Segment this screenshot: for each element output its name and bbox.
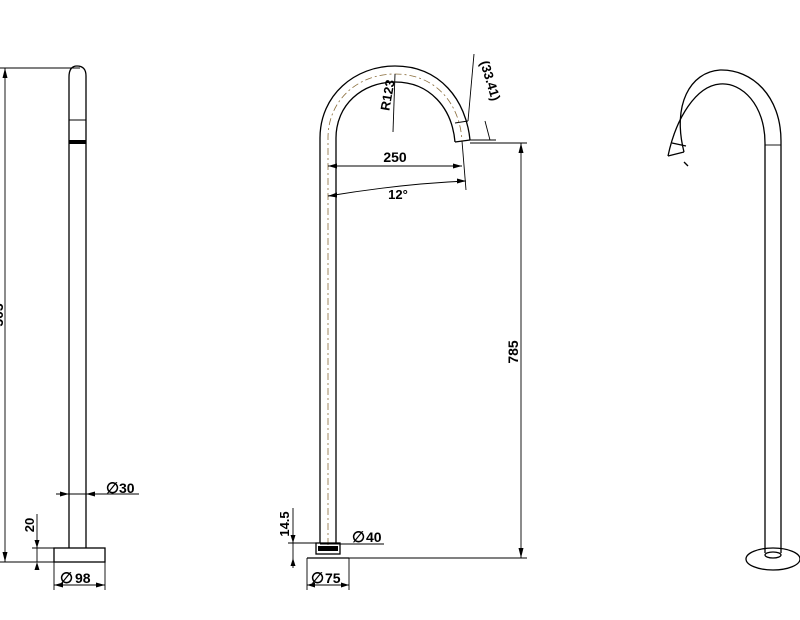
reach-label: 250 xyxy=(383,149,407,165)
perspective-spout-outlet xyxy=(667,151,685,157)
dim-arrow xyxy=(54,582,63,588)
dim-arrow xyxy=(60,491,69,497)
radius-leader xyxy=(392,73,396,133)
dim-arrow xyxy=(34,562,40,570)
overall-height-label: 505 xyxy=(0,303,6,327)
spout-outlet xyxy=(454,139,471,143)
spout-length-label: (33.41) xyxy=(477,59,503,103)
stem-diameter-label: 30 xyxy=(119,480,135,496)
dim-arrow xyxy=(2,552,8,562)
dim-arrow xyxy=(518,548,524,558)
perspective-spout-inner xyxy=(679,69,782,553)
perspective-spout-tip-lower xyxy=(683,161,689,167)
perspective-base-outer xyxy=(745,547,800,571)
dim-arrow xyxy=(328,163,337,169)
base-height-front-label: 14.5 xyxy=(277,511,292,536)
dim-arrow xyxy=(457,178,466,184)
dim-arrow xyxy=(341,582,349,588)
front-view: R123 (33.41) 250 12° 785 14.5 ∅ 40 xyxy=(277,53,527,590)
base-collar xyxy=(315,542,341,555)
perspective-spout-outer xyxy=(667,83,766,553)
base-height-label: 20 xyxy=(22,518,37,532)
perspective-view xyxy=(667,69,800,571)
radius-label: R123 xyxy=(377,79,397,112)
stem-outline xyxy=(68,65,87,548)
dim-arrow xyxy=(328,192,337,198)
perspective-base-inner xyxy=(764,551,782,559)
stem-ring xyxy=(69,140,86,144)
spout-length-dim-line xyxy=(484,120,491,141)
dim-arrow xyxy=(96,582,105,588)
base-diameter-label: 98 xyxy=(75,570,91,586)
spout-len-ext-top xyxy=(467,53,475,122)
side-view: 505 ∅ 30 20 ∅ 98 xyxy=(0,65,139,590)
angle-label: 12° xyxy=(388,187,408,202)
height-label: 785 xyxy=(505,340,521,364)
diameter-symbol: ∅ xyxy=(106,480,119,497)
dim-arrow xyxy=(290,535,296,543)
spout-tip-band xyxy=(454,120,469,124)
dim-arrow xyxy=(2,68,8,78)
perspective-spout-tip xyxy=(671,142,687,147)
dim-arrow xyxy=(290,558,296,566)
diameter-symbol: ∅ xyxy=(311,570,324,587)
spout-outer-outline xyxy=(319,65,471,543)
stem-diameter-front-label: 40 xyxy=(366,529,382,545)
reach-ext xyxy=(461,140,467,191)
diameter-symbol: ∅ xyxy=(352,529,365,546)
dim-arrow xyxy=(307,582,315,588)
base-diameter-front-label: 75 xyxy=(325,570,341,586)
dim-arrow xyxy=(86,491,95,497)
dim-arrow xyxy=(453,163,462,169)
dim-arrow xyxy=(34,540,40,548)
angle-arc xyxy=(327,180,467,197)
diameter-symbol: ∅ xyxy=(60,570,73,587)
dim-arrow xyxy=(518,143,524,153)
base-collar-ring xyxy=(318,546,338,551)
base-plate xyxy=(53,547,106,563)
centre-line xyxy=(327,73,463,545)
